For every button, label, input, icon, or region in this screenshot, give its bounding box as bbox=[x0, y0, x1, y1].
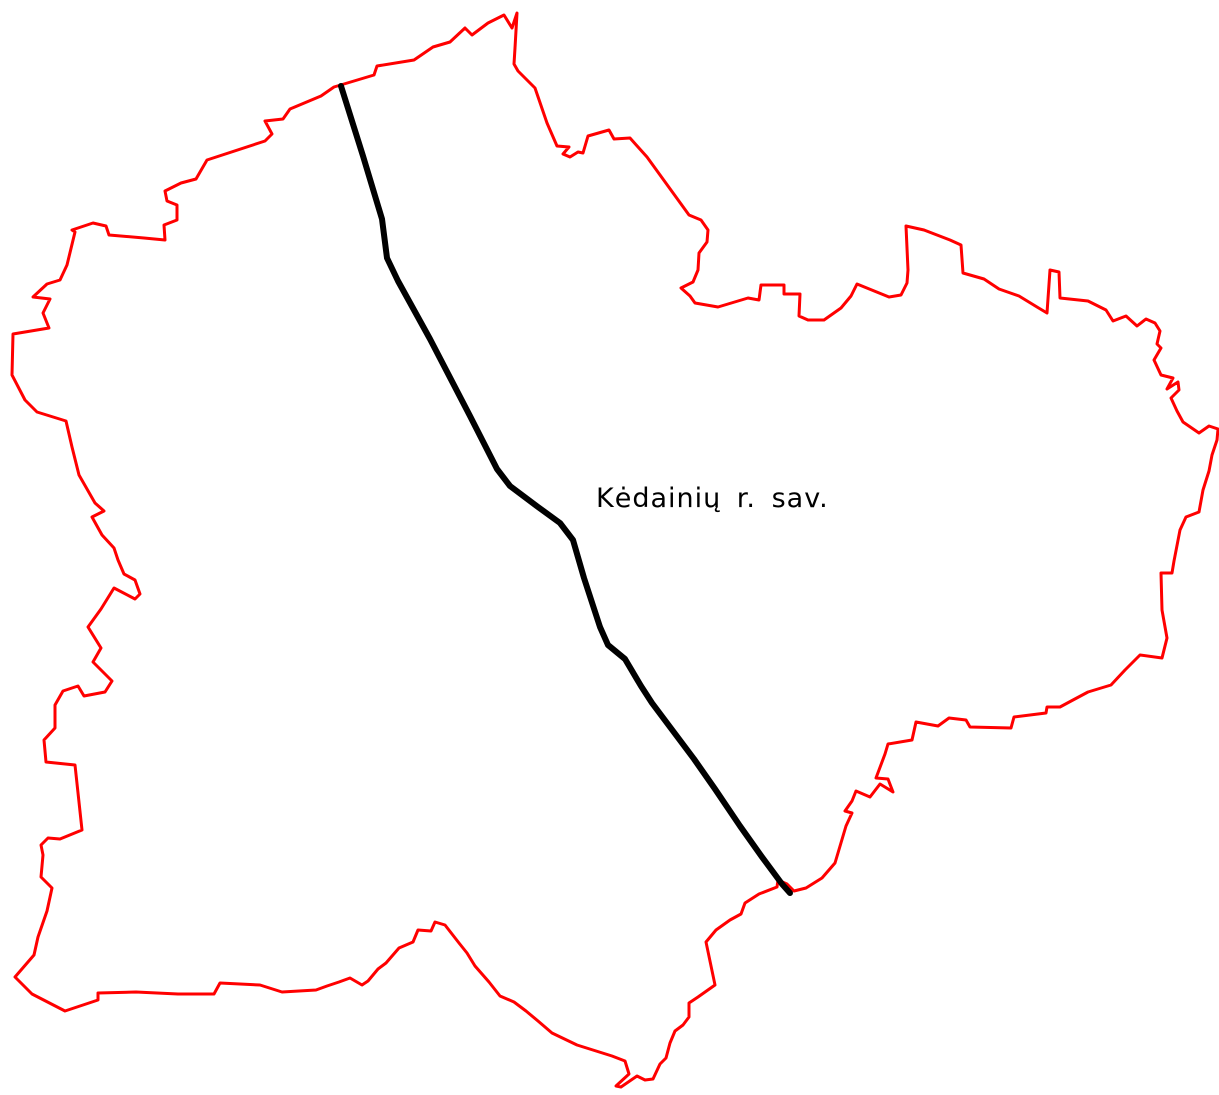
municipality-boundary bbox=[10, 11, 1219, 1089]
municipality-label: Kėdainių r. sav. bbox=[596, 483, 829, 514]
route-line bbox=[338, 83, 793, 896]
